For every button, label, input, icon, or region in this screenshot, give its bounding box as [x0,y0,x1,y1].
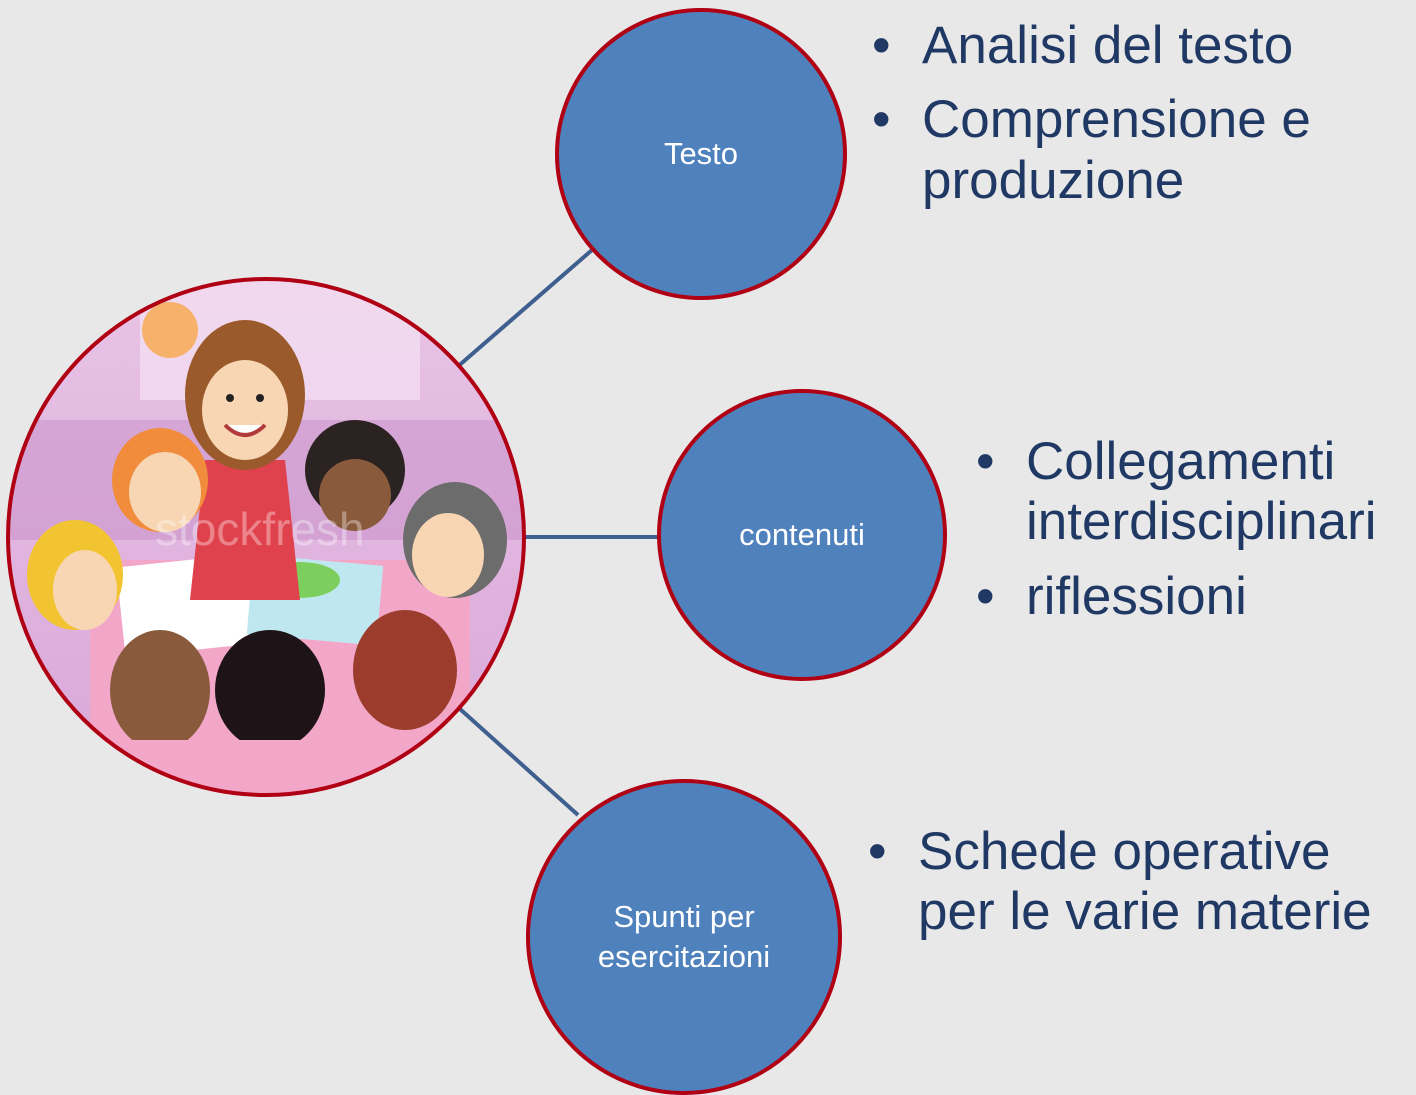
bullets-testo: Analisi del testo Comprensione e produzi… [872,16,1392,225]
classroom-illustration: stockfresh [8,279,524,795]
bullet-item: riflessioni [976,567,1416,628]
bullet-item: Collegamenti interdisciplinari [976,432,1416,553]
connector-spunti [448,698,580,817]
watermark: stockfresh [155,503,365,555]
bullet-item: Comprensione e produzione [872,90,1392,211]
node-spunti-label: Spunti per esercitazioni [597,898,771,974]
bullets-contenuti: Collegamenti interdisciplinari riflessio… [976,432,1416,641]
diagram-canvas: stockfresh [6,248,662,817]
bullet-item: Analisi del testo [872,16,1392,77]
bullets-spunti: Schede operative per le varie materie [868,822,1388,943]
bullet-item: Schede operative per le varie materie [868,822,1388,943]
node-contenuti-label: contenuti [739,516,865,552]
node-spunti: Spunti per esercitazioni [526,779,842,1095]
center-image-frame [6,277,526,797]
node-testo: Testo [555,8,847,300]
node-contenuti: contenuti [657,389,947,681]
connector-testo [446,248,594,377]
node-testo-label: Testo [663,135,739,171]
